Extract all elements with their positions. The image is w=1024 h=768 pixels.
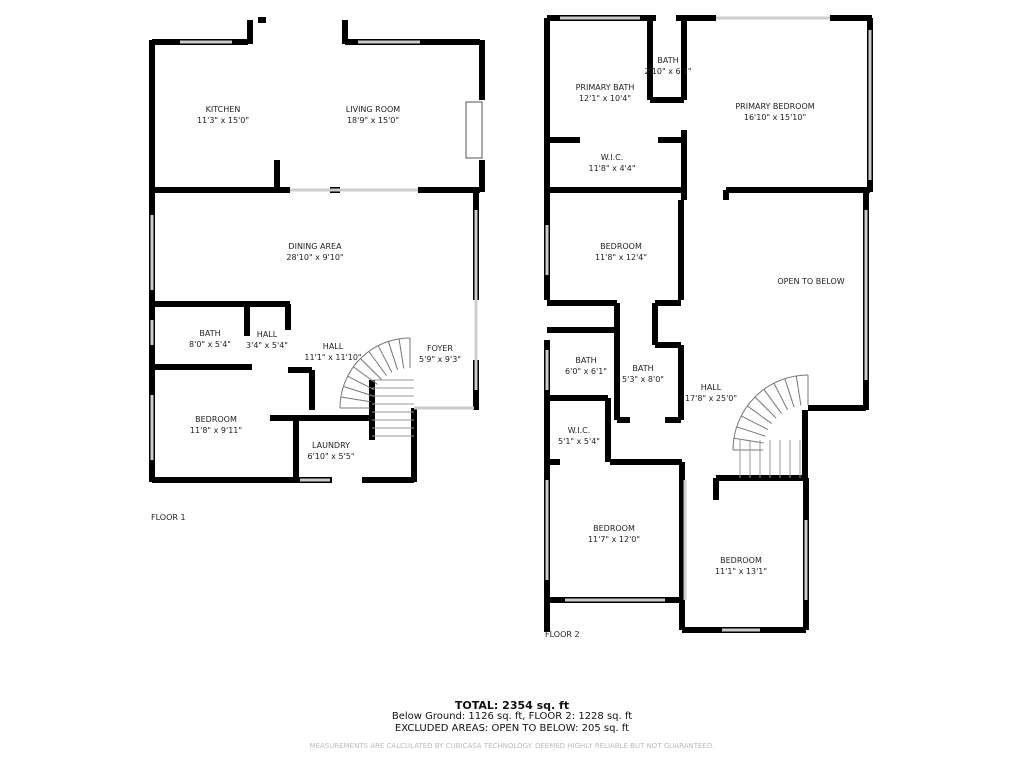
room-bath: BATH 8'0" x 5'4"	[189, 328, 231, 350]
room-size: 11'8" x 9'11"	[189, 426, 243, 435]
room-size: 5'9" x 9'3"	[419, 355, 461, 364]
staircase	[747, 405, 772, 424]
room-size: 11'8" x 12'4"	[594, 253, 648, 262]
room-bedroom: BEDROOM 11'7" x 12'0"	[588, 523, 640, 545]
staircase	[398, 338, 405, 369]
room-size: 5'3" x 8'0"	[622, 375, 664, 384]
room-size: 6'0" x 6'1"	[565, 367, 607, 376]
room-hall: HALL 11'1" x 11'10"	[304, 341, 361, 363]
room-name: LIVING ROOM	[345, 105, 401, 114]
staircase	[773, 382, 789, 411]
staircase	[732, 374, 809, 451]
room-laundry: LAUNDRY 6'10" x 5'5"	[307, 440, 354, 462]
room-name: HALL	[700, 383, 722, 392]
room-name: BEDROOM	[600, 242, 642, 251]
staircase	[360, 358, 383, 381]
room-size: 11'3" x 15'0"	[196, 116, 250, 125]
room-name: HALL	[256, 330, 278, 339]
room-size: 11'1" x 11'10"	[304, 353, 362, 362]
room-name: FOYER	[427, 344, 453, 353]
staircase	[784, 378, 795, 408]
room-size: 18'9" x 15'0"	[346, 116, 400, 125]
room-primary-bedroom: PRIMARY BEDROOM 16'10" x 15'10"	[735, 101, 814, 123]
room-foyer: FOYER 5'9" x 9'3"	[419, 343, 461, 365]
disclaimer: MEASUREMENTS ARE CALCULATED BY CUBICASA …	[309, 742, 715, 750]
room-hall: HALL 17'8" x 25'0"	[685, 382, 737, 404]
room-bedroom: BEDROOM 11'1" x 13'1"	[715, 555, 767, 577]
floor-2-label: FLOOR 2	[545, 630, 580, 639]
room-size: 3'4" x 5'4"	[246, 341, 288, 350]
staircase	[343, 385, 373, 397]
room-name: PRIMARY BATH	[575, 83, 635, 92]
room-name: BATH	[632, 364, 654, 373]
excluded-areas: EXCLUDED AREAS: OPEN TO BELOW: 205 sq. f…	[394, 723, 630, 734]
room-size: 6'10" x 5'5"	[307, 452, 355, 461]
room-name: KITCHEN	[205, 105, 241, 114]
room-name: BEDROOM	[720, 556, 762, 565]
room-dining-area: DINING AREA 28'10" x 9'10"	[286, 241, 343, 263]
room-wic: W.I.C. 11'8" x 4'4"	[588, 152, 635, 174]
room-bath: BATH 5'3" x 8'0"	[622, 363, 664, 385]
staircase	[763, 389, 782, 414]
room-size: 8'0" x 5'4"	[189, 340, 231, 349]
room-size: 11'1" x 13'1"	[714, 567, 768, 576]
staircase	[339, 337, 411, 409]
room-name: BATH	[657, 56, 679, 65]
room-name: BATH	[575, 356, 597, 365]
staircase	[795, 375, 802, 406]
room-name: OPEN TO BELOW	[777, 277, 845, 286]
room-size: 28'10" x 9'10"	[286, 253, 344, 262]
room-name: HALL	[322, 342, 344, 351]
room-bath: BATH 6'0" x 6'1"	[565, 355, 607, 377]
room-name: PRIMARY BEDROOM	[735, 102, 815, 111]
room-bedroom: BEDROOM 11'8" x 9'11"	[190, 414, 242, 436]
staircase	[368, 351, 387, 376]
room-size: 16'10" x 15'10"	[743, 113, 807, 122]
room-bedroom: BEDROOM 11'8" x 12'4"	[595, 241, 647, 263]
room-name: W.I.C.	[567, 426, 591, 435]
floor-1-label: FLOOR 1	[151, 513, 186, 522]
fireplace	[465, 101, 483, 159]
staircase	[377, 345, 393, 373]
staircase	[340, 396, 371, 403]
room-name: LAUNDRY	[311, 441, 351, 450]
total-area: TOTAL: 2354 sq. ft	[454, 699, 570, 712]
room-kitchen: KITCHEN 11'3" x 15'0"	[197, 104, 249, 126]
room-name: W.I.C.	[600, 153, 624, 162]
room-name: BEDROOM	[593, 524, 635, 533]
staircase	[740, 415, 769, 431]
room-size: 5'1" x 5'4"	[558, 437, 600, 446]
room-wic: W.I.C. 5'1" x 5'4"	[558, 425, 600, 447]
room-size: 11'8" x 4'4"	[588, 164, 636, 173]
room-size: 2'10" x 6'1"	[644, 67, 692, 76]
staircase	[733, 437, 764, 444]
area-breakdown: Below Ground: 1126 sq. ft, FLOOR 2: 1228…	[391, 711, 633, 722]
room-size: 11'7" x 12'0"	[587, 535, 641, 544]
room-name: BATH	[199, 329, 221, 338]
staircase	[754, 396, 777, 419]
room-living-room: LIVING ROOM 18'9" x 15'0"	[346, 104, 400, 126]
staircase	[347, 375, 375, 391]
room-size: 17'8" x 25'0"	[684, 394, 738, 403]
room-hall-small: HALL 3'4" x 5'4"	[246, 329, 288, 351]
staircase	[387, 341, 399, 371]
room-primary-bath: PRIMARY BATH 12'1" x 10'4"	[576, 82, 635, 104]
room-name: DINING AREA	[288, 242, 342, 251]
room-name: BEDROOM	[195, 415, 237, 424]
staircase	[353, 366, 378, 385]
room-bath-small: BATH 2'10" x 6'1"	[644, 55, 691, 77]
room-size: 12'1" x 10'4"	[578, 94, 632, 103]
room-open-to-below: OPEN TO BELOW	[777, 276, 844, 287]
staircase	[736, 426, 766, 437]
